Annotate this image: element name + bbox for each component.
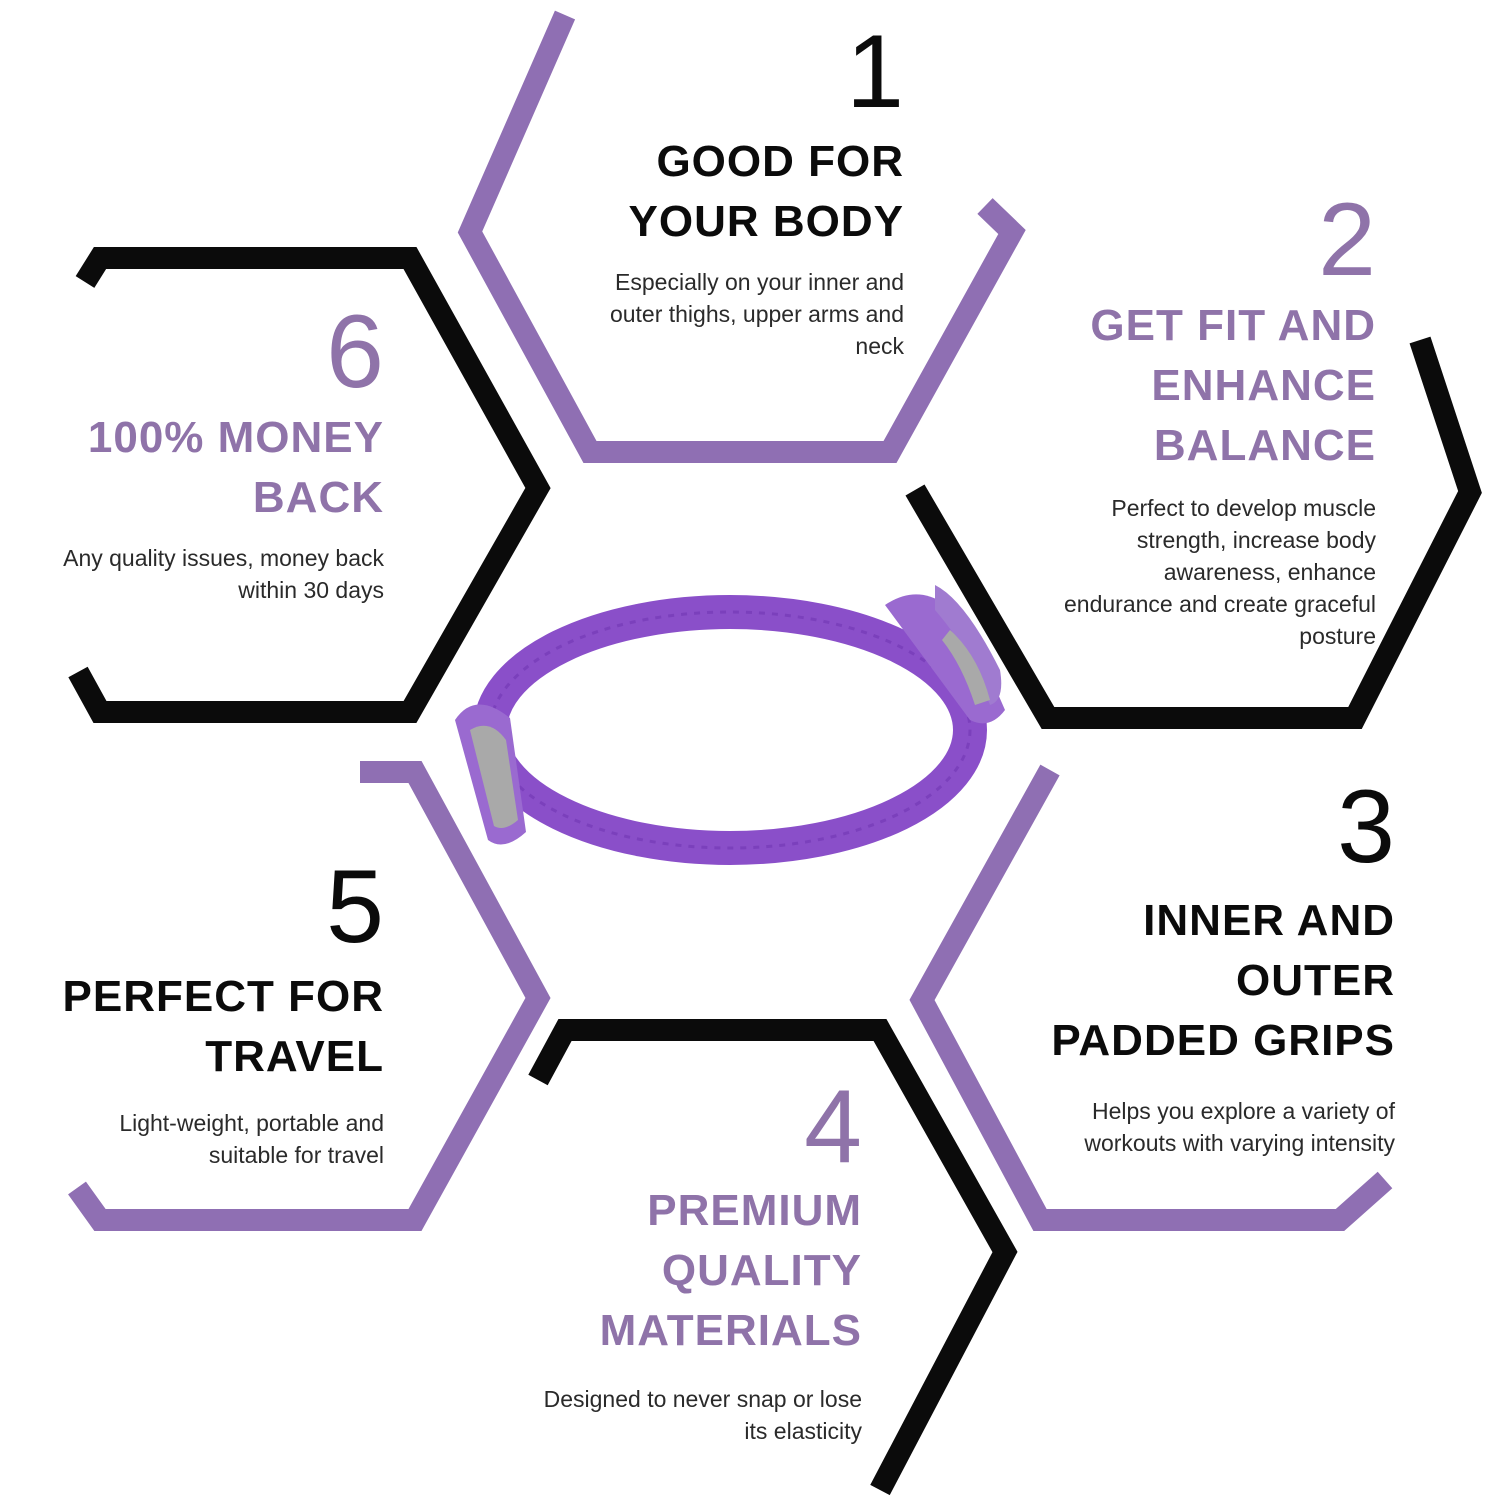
frame-3	[909, 764, 1393, 1231]
feature-1-description: Especially on your inner and outer thigh…	[609, 269, 904, 359]
left-grip	[455, 704, 526, 845]
frame-1	[457, 10, 1026, 463]
feature-2: 2 GET FIT AND ENHANCE BALANCE Perfect to…	[940, 188, 1376, 652]
feature-5-description: Light-weight, portable and suitable for …	[119, 1110, 384, 1168]
frame-5	[68, 761, 551, 1231]
feature-3-title: INNER AND OUTER PADDED GRIPS	[1051, 896, 1395, 1065]
feature-6-number: 6	[326, 294, 384, 410]
feature-2-number: 2	[1318, 182, 1376, 298]
feature-5-title: PERFECT FOR TRAVEL	[62, 972, 384, 1081]
feature-3: 3 INNER AND OUTER PADDED GRIPS Helps you…	[950, 775, 1395, 1159]
frame-2	[905, 336, 1482, 729]
frame-4	[528, 1019, 1018, 1496]
feature-6-description: Any quality issues, money back within 30…	[63, 545, 384, 603]
feature-5: 5 PERFECT FOR TRAVEL Light-weight, porta…	[0, 855, 384, 1171]
feature-1-number: 1	[846, 14, 904, 130]
feature-6-title: 100% MONEY BACK	[87, 413, 384, 522]
feature-4-title: PREMIUM QUALITY MATERIALS	[599, 1186, 862, 1355]
feature-6: 6 100% MONEY BACK Any quality issues, mo…	[0, 300, 384, 606]
feature-1-title: GOOD FOR YOUR BODY	[628, 137, 904, 246]
feature-3-number: 3	[1337, 769, 1395, 885]
frame-6	[68, 247, 551, 723]
right-grip	[885, 585, 1005, 724]
feature-4: 4 PREMIUM QUALITY MATERIALS Designed to …	[460, 1075, 862, 1447]
feature-4-description: Designed to never snap or lose its elast…	[543, 1386, 862, 1444]
feature-2-title: GET FIT AND ENHANCE BALANCE	[1090, 301, 1376, 470]
pilates-ring-image	[455, 585, 1005, 865]
feature-1: 1 GOOD FOR YOUR BODY Especially on your …	[470, 20, 904, 362]
feature-5-number: 5	[326, 849, 384, 965]
feature-4-number: 4	[804, 1069, 862, 1185]
feature-3-description: Helps you explore a variety of workouts …	[1084, 1098, 1395, 1156]
feature-2-description: Perfect to develop muscle strength, incr…	[1064, 495, 1376, 649]
